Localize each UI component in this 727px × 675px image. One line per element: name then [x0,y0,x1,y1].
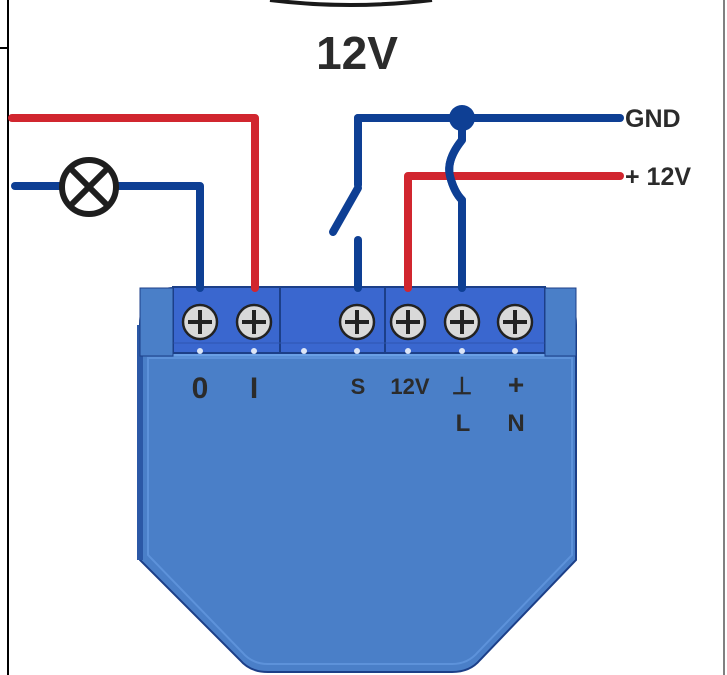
gnd-junction-dot [449,105,475,131]
screw-terminal-n [496,303,534,341]
screw-terminal-s [338,303,376,341]
terminal-label-i: I [250,372,258,405]
wire-gnd-hop-over [445,136,466,204]
wire-12v-left [404,172,452,292]
wire-line-red [8,114,259,292]
terminal-end-cap-left [139,287,174,357]
wire-lamp-output [114,182,204,292]
terminal-label-n: N [507,410,524,437]
gnd-label: GND [625,105,681,133]
top-arc [269,0,433,7]
terminal-screws [181,303,534,341]
terminal-label-l: L [456,410,471,437]
screw-terminal-i [235,303,273,341]
terminal-label-12v: 12V [390,374,429,399]
lamp-cross [67,165,111,209]
ground-symbol-label: ⊥ [452,373,473,400]
switch-contact [329,184,362,236]
terminal-labels: 0 I S 12V ⊥ L + N [192,369,525,437]
plus-symbol-label: + [508,369,524,400]
lamp-symbol [59,157,119,217]
terminal-pin-dots [197,348,518,354]
terminal-end-cap-right [544,287,577,357]
wires [8,114,624,292]
terminal-label-0: 0 [192,372,209,405]
terminal-label-s: S [351,374,366,399]
screw-terminal-0 [181,303,219,341]
voltage-title: 12V [316,27,398,79]
relay-device [137,287,577,673]
plus-12v-label: + 12V [625,163,691,191]
screw-terminal-l [443,303,481,341]
screw-terminal-12v [389,303,427,341]
device-front-panel [147,357,573,665]
